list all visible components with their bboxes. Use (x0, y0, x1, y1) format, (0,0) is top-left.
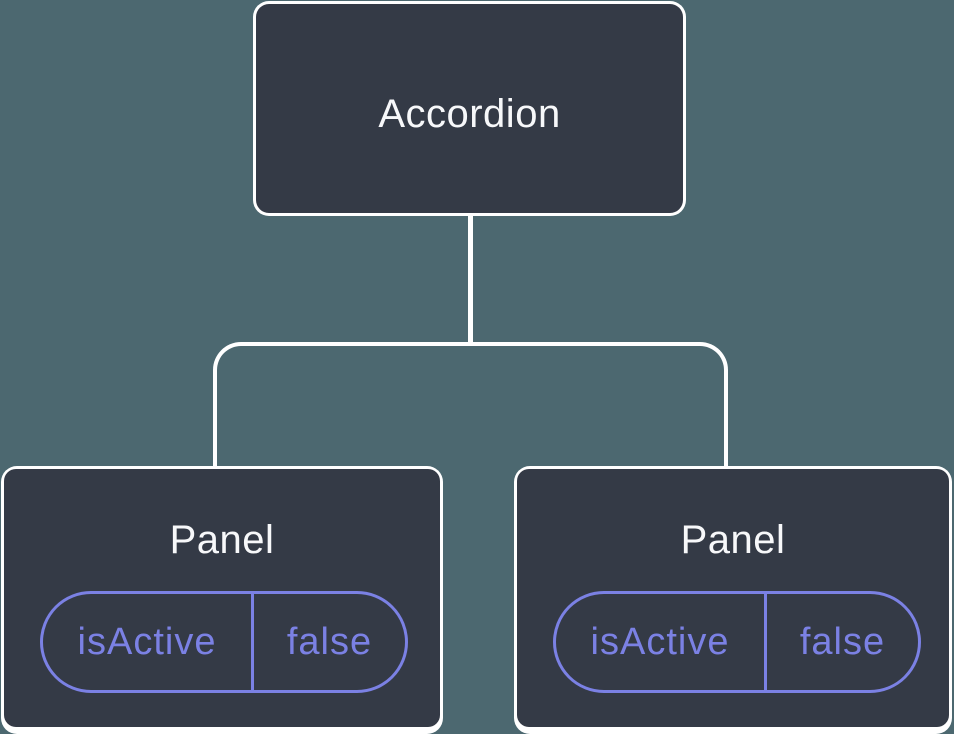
panel-node-left-label: Panel (169, 518, 275, 562)
accordion-node: Accordion (253, 1, 686, 216)
prop-value-right: false (799, 620, 886, 663)
panel-node-right-body: Panel isActive false (517, 469, 949, 727)
prop-name-left: isActive (43, 594, 254, 690)
panel-node-right: Panel isActive false (514, 466, 952, 734)
prop-pill-left: isActive false (40, 591, 408, 693)
prop-value-left: false (286, 620, 373, 663)
panel-node-right-label: Panel (680, 518, 786, 562)
prop-name-right: isActive (556, 594, 767, 690)
accordion-node-body: Accordion (256, 4, 683, 213)
prop-pill-right: isActive false (553, 591, 921, 693)
panel-node-left-body: Panel isActive false (4, 469, 440, 727)
connector-branch-bracket (213, 342, 728, 470)
accordion-node-label: Accordion (378, 92, 561, 136)
panel-node-left: Panel isActive false (1, 466, 443, 734)
connector-stem-line (468, 213, 473, 345)
